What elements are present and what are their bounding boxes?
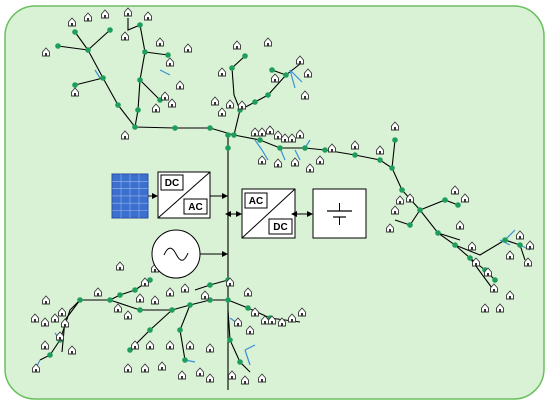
inverter-box: DC AC xyxy=(157,171,211,219)
converter-dc-label: DC xyxy=(273,222,287,233)
inverter-ac-label: AC xyxy=(188,202,202,213)
connection-arrows xyxy=(148,193,313,257)
converter-box: AC DC xyxy=(241,188,296,239)
pv-panel-icon xyxy=(111,173,149,219)
ac-generator-icon xyxy=(151,229,201,279)
inverter-dc-label: DC xyxy=(165,178,179,189)
battery-box xyxy=(312,188,367,239)
houses xyxy=(31,7,534,385)
converter-ac-label: AC xyxy=(249,196,263,207)
bus-nodes xyxy=(47,22,523,365)
